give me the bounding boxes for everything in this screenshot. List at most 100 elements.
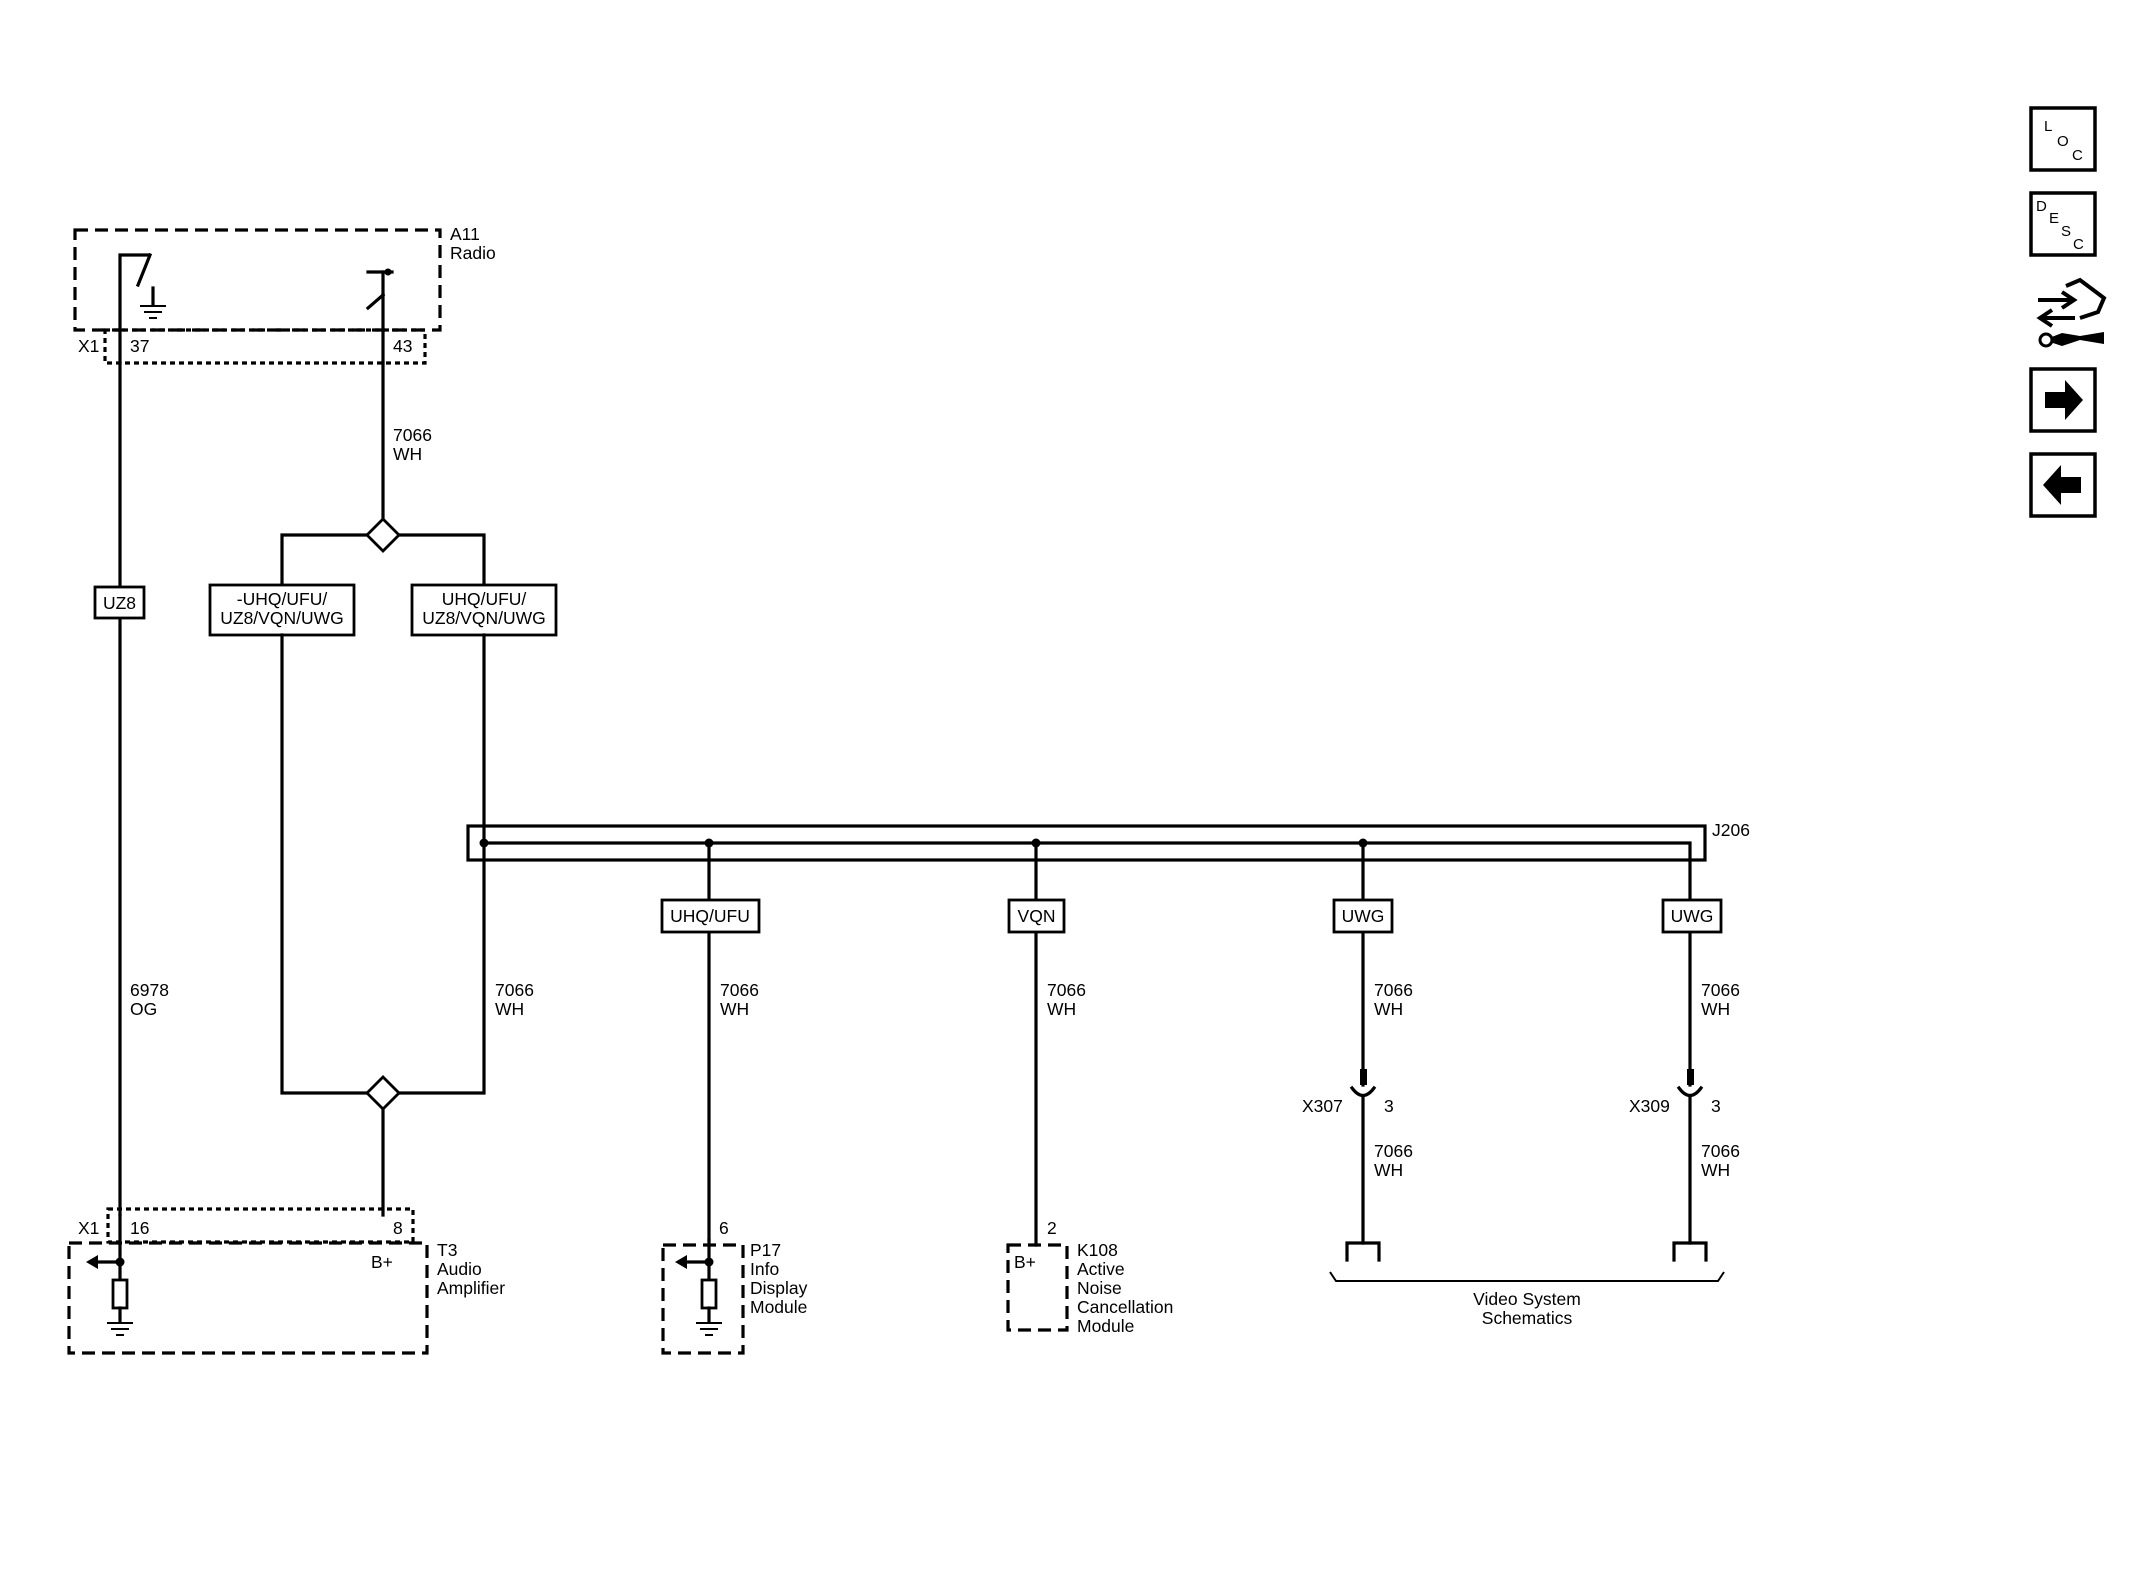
video-reference-bracket bbox=[1329, 1271, 1725, 1282]
anc-module-name-line4: Module bbox=[1077, 1316, 1134, 1336]
radio-outline bbox=[73, 228, 442, 332]
inline-connector-x307 bbox=[1349, 1069, 1377, 1098]
option-tag-uz8-label: UZ8 bbox=[103, 593, 136, 613]
anc-module-ref: K108 bbox=[1077, 1240, 1118, 1260]
video-terminal-2 bbox=[1672, 1241, 1708, 1262]
option-tag-vqn bbox=[1007, 898, 1066, 934]
wire-6978-circuit: 6978 bbox=[130, 980, 169, 1000]
amplifier-connector-x1 bbox=[106, 1207, 415, 1244]
radio-pin-37: 37 bbox=[130, 336, 149, 356]
info-display-outline bbox=[661, 1243, 745, 1355]
wire-7066-info-circuit: 7066 bbox=[720, 980, 759, 1000]
anc-module-name-line3: Cancellation bbox=[1077, 1297, 1173, 1317]
option-tag-not-options-line2: UZ8/VQN/UWG bbox=[220, 608, 343, 628]
option-tag-uwg-2-label: UWG bbox=[1671, 906, 1714, 926]
inline-connector-x309 bbox=[1676, 1069, 1704, 1098]
radio-output-switch bbox=[365, 268, 394, 365]
amplifier-outline bbox=[67, 1241, 429, 1355]
description-button[interactable]: D E S C bbox=[2029, 191, 2097, 257]
wire-7066-anc-color: WH bbox=[1047, 999, 1076, 1019]
inline-connector-x307-ref: X307 bbox=[1302, 1096, 1343, 1116]
amplifier-pin-16: 16 bbox=[130, 1218, 149, 1238]
wire-7066-amp-circuit: 7066 bbox=[495, 980, 534, 1000]
info-display-component: 6 P17 Info Display Module bbox=[661, 1218, 808, 1355]
inline-connector-x307-pin: 3 bbox=[1384, 1096, 1394, 1116]
video-terminal-1 bbox=[1345, 1241, 1381, 1262]
amplifier-ref: T3 bbox=[437, 1240, 457, 1260]
desc-letter-s: S bbox=[2061, 223, 2071, 240]
wire-6978-color: OG bbox=[130, 999, 157, 1019]
wire-7066-video2-upper-circuit: 7066 bbox=[1701, 980, 1740, 1000]
desc-letter-e: E bbox=[2049, 210, 2059, 227]
wire-not-options-to-amp bbox=[280, 633, 369, 1095]
wire-7066-video1-upper-color: WH bbox=[1374, 999, 1403, 1019]
previous-page-icon bbox=[2043, 465, 2081, 505]
wire-7066-video2-upper-color: WH bbox=[1701, 999, 1730, 1019]
loc-letter-o: O bbox=[2057, 133, 2069, 150]
option-split-diamond-top bbox=[365, 517, 401, 553]
splice-pack-j206: J206 bbox=[466, 820, 1750, 862]
inline-connector-x309-ref: X309 bbox=[1629, 1096, 1670, 1116]
radio-connector-label: X1 bbox=[78, 336, 99, 356]
video-system-reference: Video System Schematics bbox=[1329, 1241, 1725, 1328]
option-tag-uz8 bbox=[93, 585, 146, 620]
option-tag-not-options-line1: -UHQ/UFU/ bbox=[237, 589, 328, 609]
branch-not-options bbox=[280, 533, 369, 587]
option-tag-uhq-ufu bbox=[660, 898, 761, 934]
branch-options bbox=[397, 533, 486, 587]
anc-module-outline bbox=[1006, 1243, 1069, 1332]
info-display-pin: 6 bbox=[719, 1218, 729, 1238]
anc-module-name-line2: Noise bbox=[1077, 1278, 1122, 1298]
connector-end-view-icon[interactable] bbox=[2036, 277, 2107, 348]
wire-7066-radio-color: WH bbox=[393, 444, 422, 464]
option-tag-uwg-1-label: UWG bbox=[1342, 906, 1385, 926]
next-page-button[interactable] bbox=[2029, 367, 2097, 433]
radio-pin-43: 43 bbox=[393, 336, 412, 356]
splice-ref: J206 bbox=[1712, 820, 1750, 840]
option-tag-options-line2: UZ8/VQN/UWG bbox=[422, 608, 545, 628]
amplifier-name-line1: Audio bbox=[437, 1259, 482, 1279]
info-display-load bbox=[675, 1238, 722, 1336]
component-locator-button[interactable]: L O C bbox=[2029, 106, 2097, 172]
wire-7066-radio-circuit: 7066 bbox=[393, 425, 432, 445]
radio-connector-x1 bbox=[103, 328, 427, 365]
wire-7066-video2-lower-color: WH bbox=[1701, 1160, 1730, 1180]
wire-7066-amp-color: WH bbox=[495, 999, 524, 1019]
option-join-diamond-bottom bbox=[365, 1075, 401, 1111]
option-tag-uwg-2 bbox=[1661, 898, 1723, 934]
amplifier-input-load bbox=[86, 1213, 133, 1336]
wire-7066-video1-lower-circuit: 7066 bbox=[1374, 1141, 1413, 1161]
wire-7066-video1-lower-color: WH bbox=[1374, 1160, 1403, 1180]
wire-7066-video2-lower-circuit: 7066 bbox=[1701, 1141, 1740, 1161]
inline-connector-x309-pin: 3 bbox=[1711, 1096, 1721, 1116]
radio-name: Radio bbox=[450, 243, 496, 263]
previous-page-button[interactable] bbox=[2029, 452, 2097, 518]
anc-module-supply: B+ bbox=[1014, 1252, 1036, 1272]
info-display-name-line1: Info bbox=[750, 1259, 779, 1279]
amplifier-name-line2: Amplifier bbox=[437, 1278, 505, 1298]
radio-ground-switch bbox=[118, 252, 166, 365]
desc-letter-d: D bbox=[2036, 198, 2047, 215]
desc-letter-c: C bbox=[2073, 236, 2084, 253]
info-display-name-line2: Display bbox=[750, 1278, 808, 1298]
anc-module-pin: 2 bbox=[1047, 1218, 1057, 1238]
wire-options-to-amp bbox=[397, 633, 486, 1095]
amplifier-connector-label: X1 bbox=[78, 1218, 99, 1238]
next-page-icon bbox=[2045, 380, 2083, 420]
radio-ref: A11 bbox=[450, 224, 480, 244]
anc-module-component: 2 B+ K108 Active Noise Cancellation Modu… bbox=[1006, 1218, 1173, 1336]
wire-7066-video1-upper-circuit: 7066 bbox=[1374, 980, 1413, 1000]
anc-module-name-line1: Active bbox=[1077, 1259, 1125, 1279]
video-reference-line1: Video System bbox=[1473, 1289, 1581, 1309]
info-display-name-line3: Module bbox=[750, 1297, 807, 1317]
loc-letter-l: L bbox=[2044, 118, 2052, 135]
option-tag-options bbox=[410, 583, 558, 637]
info-display-ref: P17 bbox=[750, 1240, 781, 1260]
radio-component: A11 Radio X1 37 43 bbox=[73, 224, 496, 365]
option-tag-uhq-ufu-label: UHQ/UFU bbox=[670, 906, 750, 926]
option-tag-options-line1: UHQ/UFU/ bbox=[442, 589, 527, 609]
wire-7066-anc-circuit: 7066 bbox=[1047, 980, 1086, 1000]
loc-letter-c: C bbox=[2072, 147, 2083, 164]
amplifier-component: X1 16 8 B+ T3 Audio Amplifier bbox=[67, 1207, 505, 1355]
